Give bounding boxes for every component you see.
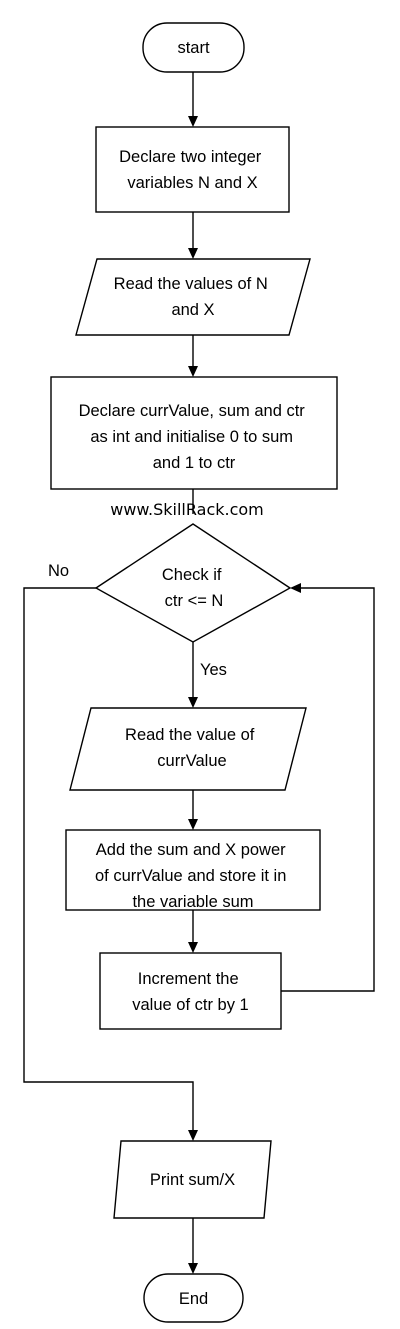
add-sum-box — [65, 829, 321, 911]
declare-accumulators-box — [50, 376, 338, 490]
arrowhead — [290, 583, 301, 593]
add-sum-label: Add the sum and X power of currValue and… — [95, 841, 291, 911]
condition-label: Check if ctr <= N — [162, 566, 226, 610]
yes-label: Yes — [200, 661, 227, 679]
read-value-label: Read the value of currValue — [125, 726, 259, 770]
loop-back-line — [281, 587, 375, 992]
arrowhead — [188, 942, 198, 953]
print-label: Print sum/X — [150, 1171, 235, 1189]
watermark: www.SkillRack.com — [110, 500, 264, 519]
arrowhead — [188, 1263, 198, 1274]
end-label: End — [179, 1290, 208, 1308]
declare-variables-box — [95, 126, 290, 213]
no-branch-line — [23, 587, 194, 1130]
connectors — [23, 72, 375, 1274]
start-terminal — [142, 22, 245, 73]
declare-accumulators-label: Declare currValue, sum and ctr as int an… — [79, 402, 310, 472]
arrowhead — [188, 248, 198, 259]
start-label: start — [177, 39, 210, 57]
arrowhead — [188, 697, 198, 708]
no-label: No — [48, 562, 69, 580]
print-parallelogram — [113, 1140, 272, 1219]
end-terminal — [143, 1273, 244, 1323]
arrowhead — [188, 116, 198, 127]
read-value-parallelogram — [69, 707, 307, 791]
arrowhead — [188, 366, 198, 377]
condition-diamond — [94, 523, 292, 643]
arrowhead — [188, 819, 198, 830]
declare-variables-label: Declare two integer variables N and X — [119, 148, 266, 192]
increment-box — [99, 952, 282, 1030]
read-input-label: Read the values of N and X — [114, 275, 273, 319]
read-input-parallelogram — [75, 258, 311, 336]
arrowhead — [188, 1130, 198, 1141]
increment-label: Increment the value of ctr by 1 — [132, 970, 248, 1014]
